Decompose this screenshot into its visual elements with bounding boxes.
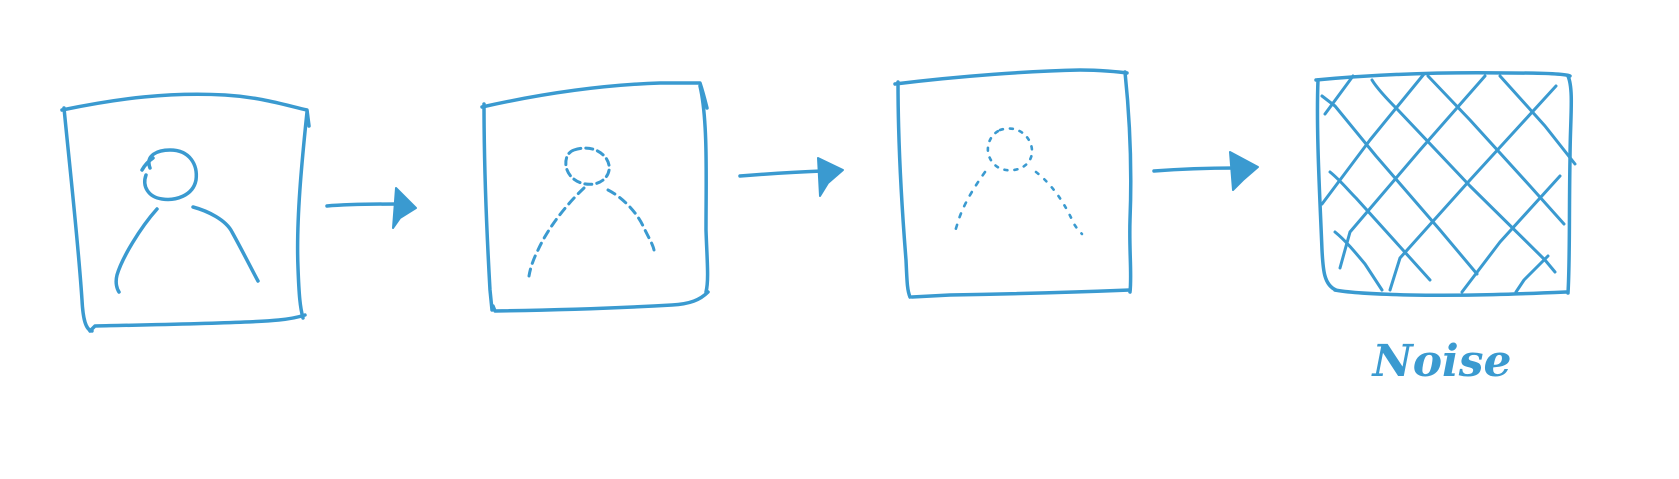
stage-clean-frame (60, 92, 311, 333)
crosshatch-noise-pattern (1320, 72, 1577, 294)
person-icon (952, 127, 1084, 236)
person-icon (527, 146, 656, 278)
stage-pure-noise-frame (1314, 71, 1574, 298)
noise-label: Noise (1370, 336, 1511, 387)
arrow-right-icon (325, 187, 417, 229)
arrow-right-icon (738, 157, 844, 197)
person-icon (114, 148, 260, 294)
stage-very-noisy-frame (893, 68, 1133, 299)
stage-slightly-noisy-frame (480, 81, 710, 313)
arrow-right-icon (1152, 151, 1259, 191)
